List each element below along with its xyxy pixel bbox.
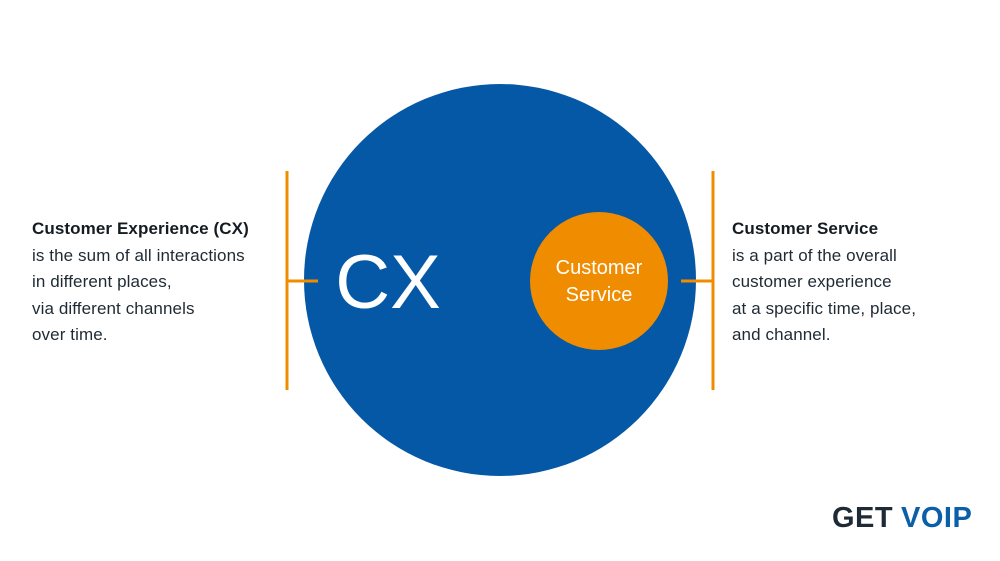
cx-desc-line: over time. bbox=[32, 325, 108, 344]
service-desc-line: is a part of the overall bbox=[732, 245, 897, 265]
left-bracket bbox=[285, 171, 318, 390]
cx-label: CX bbox=[335, 240, 441, 325]
service-description: Customer Service is a part of the overal… bbox=[732, 216, 916, 349]
service-label-line1: Customer bbox=[556, 257, 643, 279]
service-circle bbox=[530, 212, 668, 350]
cx-circle bbox=[304, 84, 696, 476]
logo-voip-text: VOIP bbox=[901, 502, 973, 534]
getvoip-logo: GET VOIP bbox=[832, 500, 972, 536]
cx-desc-line: is the sum of all interactions bbox=[32, 245, 245, 265]
service-desc-line: customer experience bbox=[732, 272, 892, 291]
cx-desc-line: in different places, bbox=[32, 272, 172, 291]
cx-desc-line: via different channels bbox=[32, 298, 195, 318]
service-label-line2: Service bbox=[566, 284, 633, 306]
logo-get-text: GET bbox=[832, 502, 894, 534]
service-heading: Customer Service bbox=[732, 219, 879, 238]
right-bracket bbox=[681, 171, 715, 390]
service-desc-line: and channel. bbox=[732, 325, 831, 344]
cx-description: Customer Experience (CX) is the sum of a… bbox=[32, 216, 249, 349]
service-desc-line: at a specific time, place, bbox=[732, 298, 917, 318]
cx-heading: Customer Experience (CX) bbox=[32, 219, 249, 238]
